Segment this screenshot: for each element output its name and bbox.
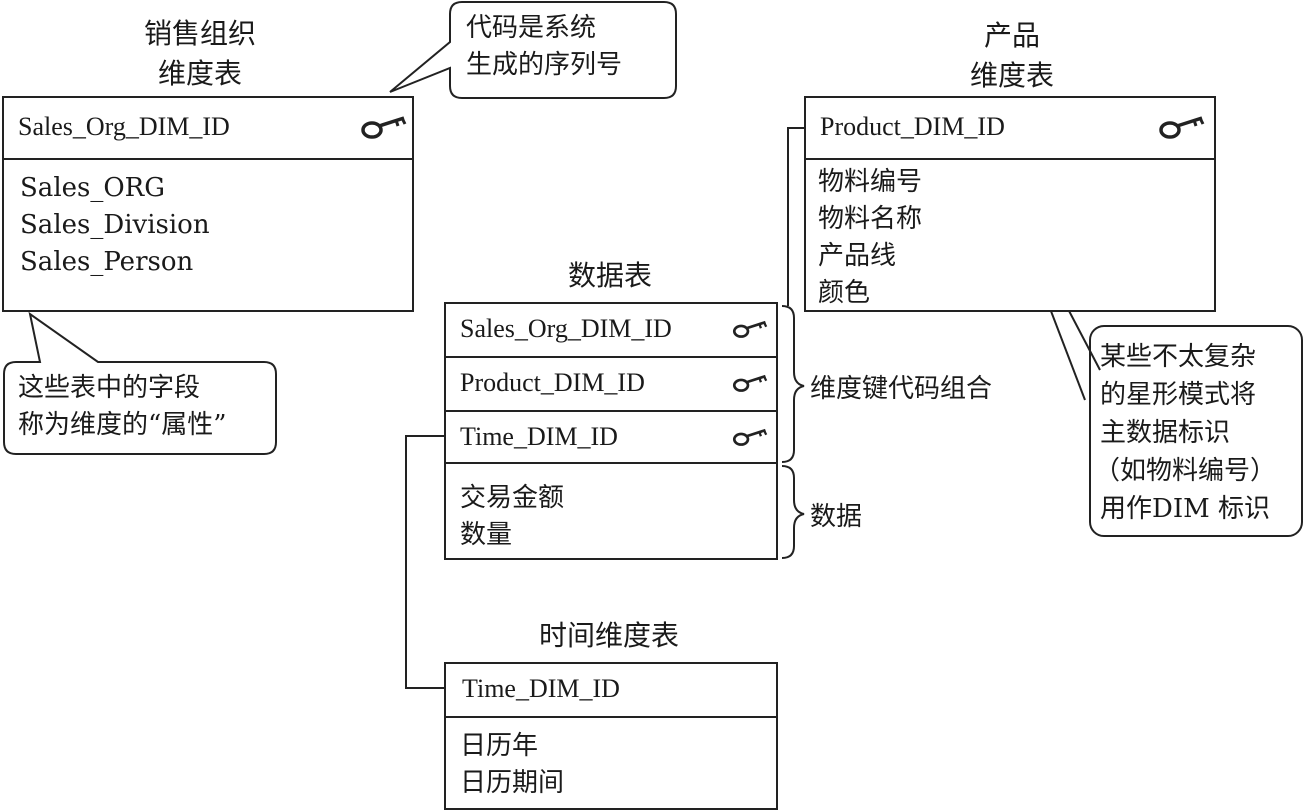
product-key-row: Product_DIM_ID bbox=[806, 98, 1214, 160]
sales-org-key-field: Sales_Org_DIM_ID bbox=[18, 112, 230, 141]
key-icon bbox=[732, 424, 770, 454]
fact-key-row: Product_DIM_ID bbox=[446, 358, 776, 412]
callout-bubble-star-schema bbox=[1089, 325, 1303, 537]
time-dimension-table: Time_DIM_ID 日历年 日历期间 bbox=[444, 662, 778, 810]
key-icon bbox=[360, 110, 410, 148]
sales-org-title: 销售组织 维度表 bbox=[110, 14, 290, 94]
time-attributes: 日历年 日历期间 bbox=[460, 728, 564, 802]
time-key-row: Time_DIM_ID bbox=[446, 664, 776, 718]
product-key-field: Product_DIM_ID bbox=[820, 112, 1005, 141]
product-dimension-table: Product_DIM_ID 物料编号 物料名称 产品线 颜色 bbox=[804, 96, 1216, 312]
connector-time-to-fact bbox=[405, 435, 444, 689]
product-attribute: 颜色 bbox=[818, 278, 871, 308]
time-table-title: 时间维度表 bbox=[538, 619, 679, 652]
callout-line: 代码是系统 bbox=[466, 13, 597, 43]
callout-system-code: 代码是系统 生成的序列号 bbox=[466, 10, 622, 84]
product-title-line2: 维度表 bbox=[969, 59, 1054, 92]
fact-key-row: Time_DIM_ID bbox=[446, 412, 776, 464]
product-title: 产品 维度表 bbox=[922, 16, 1102, 96]
sales-org-attribute: Sales_Person bbox=[20, 247, 194, 277]
sales-org-title-line1: 销售组织 bbox=[143, 17, 256, 50]
fact-key-field: Time_DIM_ID bbox=[460, 422, 618, 451]
product-title-line1: 产品 bbox=[983, 19, 1040, 52]
product-attribute: 物料名称 bbox=[818, 204, 923, 234]
callout-star-schema-note: 某些不太复杂 的星形模式将 主数据标识 （如物料编号） 用作DIM 标识 bbox=[1094, 338, 1276, 528]
fact-key-field: Product_DIM_ID bbox=[460, 368, 645, 397]
callout-line: 主数据标识 bbox=[1100, 418, 1231, 448]
time-key-field: Time_DIM_ID bbox=[462, 674, 620, 703]
product-attribute: 物料编号 bbox=[818, 167, 923, 197]
callout-attributes-note: 这些表中的字段 称为维度的“属性” bbox=[18, 370, 227, 444]
sales-org-attribute: Sales_Division bbox=[20, 210, 210, 240]
product-attribute: 产品线 bbox=[818, 241, 897, 271]
key-icon bbox=[732, 316, 770, 346]
sales-org-key-row: Sales_Org_DIM_ID bbox=[4, 98, 412, 160]
key-icon bbox=[1158, 110, 1208, 148]
callout-bubble-system-code bbox=[389, 1, 677, 99]
brace-label-data: 数据 bbox=[810, 502, 863, 532]
fact-table-title: 数据表 bbox=[567, 259, 652, 292]
fact-key-field: Sales_Org_DIM_ID bbox=[460, 314, 672, 343]
sales-org-title-line2: 维度表 bbox=[157, 57, 242, 90]
callout-line: 某些不太复杂 bbox=[1100, 342, 1257, 372]
product-attributes: 物料编号 物料名称 产品线 颜色 bbox=[818, 164, 922, 312]
brace-data bbox=[781, 465, 805, 559]
connector-product-to-fact bbox=[787, 127, 806, 306]
sales-org-attribute: Sales_ORG bbox=[20, 173, 166, 203]
callout-line: 这些表中的字段 bbox=[18, 373, 201, 403]
brace-label-keys-combo: 维度键代码组合 bbox=[810, 374, 993, 404]
key-icon bbox=[732, 370, 770, 400]
sales-org-dimension-table: Sales_Org_DIM_ID Sales_ORG Sales_Divisio… bbox=[2, 96, 414, 312]
fact-measures: 交易金额 数量 bbox=[460, 480, 564, 554]
callout-line: 生成的序列号 bbox=[466, 50, 623, 80]
callout-bubble-attributes bbox=[3, 311, 277, 455]
fact-table: Sales_Org_DIM_ID Product_DIM_ID bbox=[444, 302, 778, 560]
brace-keys-combo bbox=[781, 305, 805, 463]
fact-key-row: Sales_Org_DIM_ID bbox=[446, 304, 776, 358]
sales-org-attributes: Sales_ORG Sales_Division Sales_Person bbox=[20, 170, 210, 281]
time-attribute: 日历期间 bbox=[460, 768, 565, 798]
callout-line: 用作DIM 标识 bbox=[1100, 494, 1271, 524]
fact-measure: 交易金额 bbox=[460, 483, 565, 513]
callout-line: 的星形模式将 bbox=[1100, 380, 1257, 410]
fact-measure: 数量 bbox=[460, 520, 513, 550]
time-attribute: 日历年 bbox=[460, 731, 539, 761]
callout-line: 称为维度的“属性” bbox=[18, 410, 227, 440]
callout-line: （如物料编号） bbox=[1094, 456, 1277, 486]
